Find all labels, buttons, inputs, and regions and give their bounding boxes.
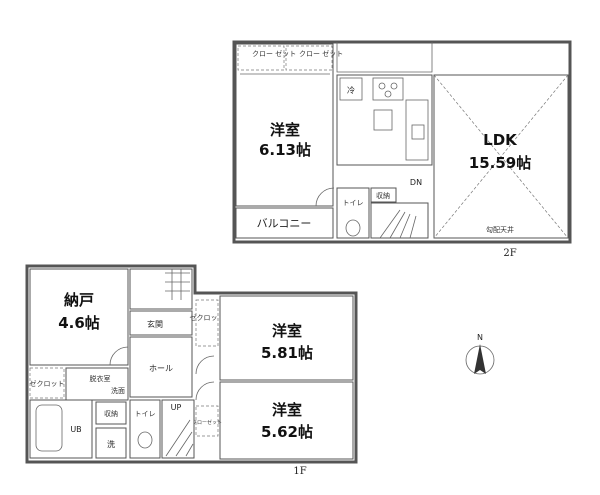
- floor-2f: クロー ゼット クロー ゼット 洋室 6.13帖 バルコニー 冷 トイレ 収納: [232, 40, 572, 259]
- door-storeroom: [109, 346, 129, 366]
- storage-2f: [370, 187, 397, 203]
- ldk-name: LDK: [483, 131, 518, 149]
- compass: N: [465, 333, 495, 375]
- stair-line: [399, 213, 411, 239]
- bath: [29, 399, 93, 459]
- closet-c-label: ゼクロット: [30, 379, 65, 388]
- toilet-2f: [336, 187, 370, 239]
- stair-line: [185, 443, 194, 457]
- toilet-2f-bowl: [345, 219, 361, 237]
- washroom: [65, 367, 129, 401]
- room-western-2f: [235, 43, 334, 207]
- kitchen-2f: [336, 74, 433, 166]
- room-a-size: 5.81帖: [261, 344, 313, 362]
- up-label: UP: [171, 403, 182, 412]
- 2f-notch: [336, 42, 433, 73]
- sink: [411, 124, 425, 140]
- pantry: [373, 109, 393, 131]
- storage-1f: [95, 401, 127, 425]
- stair-line: [389, 211, 406, 239]
- balcony-label: バルコニー: [257, 217, 312, 230]
- closet-b: [195, 405, 219, 437]
- storage-2f-label: 収納: [376, 191, 390, 200]
- entrance: [129, 310, 193, 336]
- bathtub: [35, 404, 63, 452]
- entrance-steps: [129, 268, 193, 310]
- door-room-a: [195, 355, 215, 375]
- compass-needle: [474, 344, 486, 374]
- closet-a-label: ゼクロット: [190, 313, 225, 322]
- floor-2f-label: 2F: [503, 248, 516, 259]
- room-western-2f-size: 6.13帖: [259, 141, 311, 159]
- toilet-1f: [129, 399, 161, 459]
- bath-label: UB: [70, 425, 81, 434]
- closet-right-2f-label: クロー ゼット: [299, 49, 343, 58]
- burner-2: [390, 82, 398, 90]
- storeroom-size: 4.6帖: [58, 314, 100, 332]
- hall: [129, 336, 193, 398]
- burner-1: [378, 82, 386, 90]
- floor-1f-label: 1F: [293, 466, 306, 477]
- entrance-label: 玄関: [147, 319, 163, 329]
- storeroom-name: 納戸: [64, 291, 94, 309]
- washroom-label: 脱衣室: [90, 374, 111, 383]
- fridge: [339, 77, 363, 101]
- floor-1f: 納戸 4.6帖 玄関 ホール ゼクロット 洋室 5.81帖 洋室 5.62帖 ク…: [25, 264, 358, 477]
- down-label: DN: [410, 178, 422, 187]
- closet-left-2f: [237, 45, 285, 71]
- hall-label: ホール: [149, 364, 173, 373]
- closet-left-2f-label: クロー ゼット: [252, 49, 296, 58]
- toilet-1f-label: トイレ: [135, 410, 156, 418]
- compass-north: N: [477, 333, 483, 342]
- room-b-size: 5.62帖: [261, 423, 313, 441]
- door-western-2f: [315, 187, 335, 207]
- fridge-label: 冷: [347, 85, 355, 95]
- closet-b-label: クローゼット: [192, 419, 222, 426]
- stairs-1f: [161, 399, 195, 459]
- ceiling-line-2: [433, 74, 569, 239]
- room-b-name: 洋室: [272, 401, 302, 419]
- room-western-b: [219, 381, 354, 460]
- toilet-2f-label: トイレ: [343, 199, 364, 207]
- closet-a: [195, 299, 219, 347]
- balcony: [235, 207, 334, 239]
- closet-right-2f: [285, 45, 333, 71]
- ldk-size: 15.59帖: [469, 154, 531, 172]
- toilet-1f-bowl: [137, 431, 153, 449]
- storage-1f-label: 収納: [104, 409, 118, 418]
- ldk-ceiling: 勾配天井: [486, 225, 514, 234]
- burner-3: [384, 90, 392, 98]
- stairs-2f: [370, 202, 429, 239]
- stair-line: [175, 431, 193, 457]
- room-storeroom: [29, 268, 129, 366]
- stair-line: [409, 215, 417, 239]
- counter: [405, 99, 429, 161]
- washer: [95, 427, 127, 459]
- room-western-2f-name: 洋室: [270, 121, 300, 139]
- room-western-a: [219, 295, 354, 381]
- washer-label: 洗: [107, 439, 115, 449]
- stair-line: [379, 209, 401, 239]
- wash-basin-label: 洗面: [111, 386, 125, 395]
- stair-line: [165, 419, 191, 457]
- closet-c: [29, 367, 65, 399]
- door-room-b: [195, 381, 215, 401]
- room-a-name: 洋室: [272, 322, 302, 340]
- stove: [372, 77, 404, 101]
